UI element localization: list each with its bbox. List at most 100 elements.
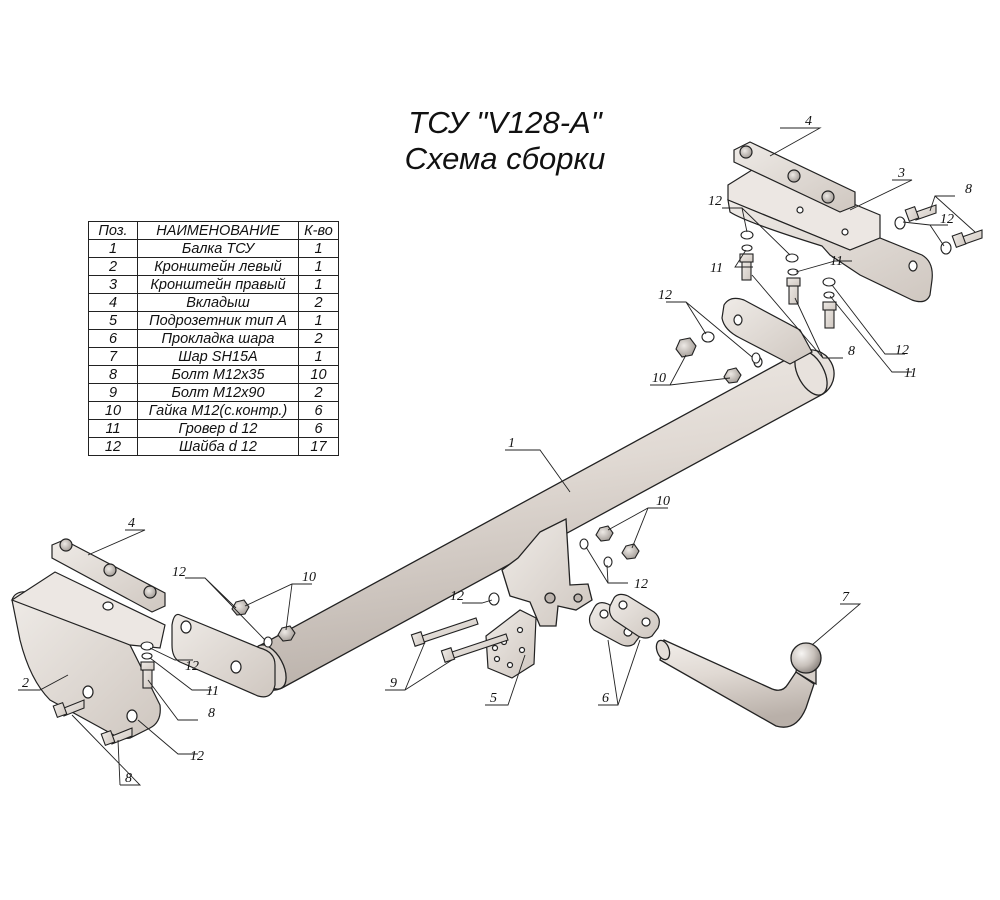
left-bracket-top (10, 571, 166, 649)
bracket-hole (102, 601, 114, 611)
leader-line (485, 654, 526, 706)
callout-11: 11 (206, 684, 219, 699)
cell-qty: 17 (298, 437, 339, 456)
leader-line (18, 674, 69, 691)
cell-qty: 6 (298, 401, 339, 420)
ball-shank (659, 639, 815, 728)
cell-name: Болт М12х90 (137, 383, 299, 402)
nut-icon (621, 543, 640, 560)
callout-11: 11 (710, 261, 723, 276)
cell-name: Вкладыш (137, 293, 299, 312)
bracket-hole (544, 592, 556, 604)
table-header-row: Поз. НАИМЕНОВАНИЕ К-во (88, 221, 339, 240)
socket-hole (518, 646, 526, 654)
spacer-hole (641, 617, 651, 627)
spacer-hole (599, 609, 609, 619)
insert-right-part-4 (733, 141, 856, 213)
callout-8: 8 (125, 771, 132, 786)
leader-line (811, 603, 862, 646)
bolt-icon (100, 727, 133, 747)
leader-line (598, 639, 641, 706)
callout-10: 10 (302, 570, 316, 585)
shank-end (655, 639, 671, 661)
nut-icon (103, 563, 117, 577)
leader-line (185, 577, 266, 641)
leader-line (751, 274, 843, 359)
leader-line (607, 507, 668, 549)
cell-qty: 1 (298, 311, 339, 330)
washer-icon (141, 652, 153, 660)
beam-part-1 (247, 349, 835, 691)
leader-line (769, 127, 822, 157)
callout-9: 9 (390, 676, 397, 691)
leader-line (831, 284, 905, 355)
bracket-hole (841, 228, 849, 236)
cell-name: Шайба d 12 (137, 437, 299, 456)
callout-8: 8 (965, 182, 972, 197)
bolt-icon (410, 617, 479, 647)
nut-icon (59, 538, 73, 552)
bolt-icon (822, 301, 837, 329)
leader-line (722, 207, 791, 256)
washer-icon (785, 253, 799, 263)
callout-6: 6 (602, 691, 609, 706)
right-mount-plate (721, 297, 813, 365)
callout-12: 12 (190, 749, 204, 764)
header-pos: Поз. (88, 221, 138, 240)
nut-icon (787, 169, 801, 183)
beam-tube (247, 349, 835, 691)
nut-icon (675, 337, 697, 358)
nut-icon (143, 585, 157, 599)
leader-line (650, 354, 731, 386)
callout-8: 8 (848, 344, 855, 359)
washer-icon (751, 352, 761, 364)
cell-name: Прокладка шара (137, 329, 299, 348)
callout-2: 2 (22, 676, 29, 691)
bolt-icon (140, 661, 155, 689)
socket-hole (493, 655, 501, 663)
bolt-icon (951, 229, 983, 249)
plate-hole (180, 620, 192, 634)
callout-10: 10 (652, 371, 666, 386)
leader-line (795, 260, 852, 273)
diagram-title: ТСУ "V128-A" Схема сборки (360, 105, 650, 177)
callout-12: 12 (634, 577, 648, 592)
leader-line (149, 647, 193, 661)
bolts (52, 204, 983, 747)
callout-12: 12 (658, 288, 672, 303)
callout-3: 3 (897, 166, 905, 181)
callout-12: 12 (450, 589, 464, 604)
leader-line (87, 529, 146, 556)
leader-line (71, 714, 142, 786)
washer-icon (488, 592, 500, 606)
cell-name: Кронштейн левый (137, 257, 299, 276)
callout-7: 7 (842, 590, 850, 605)
callout-4: 4 (128, 516, 135, 531)
washer-icon (822, 277, 836, 287)
bracket-hole (573, 593, 583, 603)
callout-10: 10 (656, 494, 670, 509)
callout-12: 12 (708, 194, 722, 209)
washer-icon (701, 331, 715, 343)
spacer-hole (618, 600, 628, 610)
leader-line (849, 179, 913, 211)
tow-ball-part-7 (655, 639, 822, 728)
insert-left-part-4 (51, 538, 166, 613)
leader-line (149, 657, 212, 691)
callout-8: 8 (208, 706, 215, 721)
socket-plate-part-5 (485, 609, 537, 679)
bracket-hole (908, 260, 918, 272)
washer-icon (740, 230, 754, 240)
callout-labels: 1 4 4 3 2 7 5 6 9 8 8 8 8 10 10 10 11 11… (22, 114, 972, 786)
nut-icon (821, 190, 835, 204)
leader-line (734, 249, 753, 268)
